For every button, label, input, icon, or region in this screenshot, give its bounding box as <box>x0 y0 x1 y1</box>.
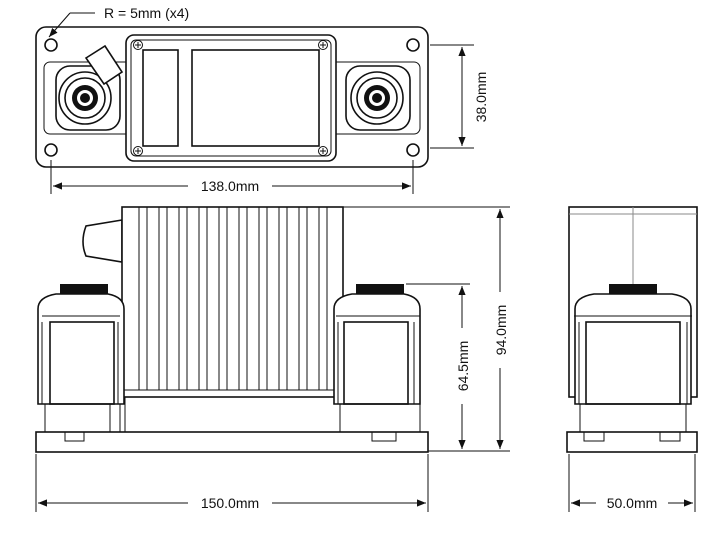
top-height-label: 38.0mm <box>473 72 489 123</box>
front-right-terminal <box>333 284 421 405</box>
front-height-label: 94.0mm <box>493 305 509 356</box>
top-width-label: 138.0mm <box>201 178 259 194</box>
mounting-hole <box>406 143 420 157</box>
front-left-terminal <box>37 284 125 405</box>
left-terminal <box>55 44 124 131</box>
side-width-label: 50.0mm <box>607 495 658 511</box>
front-view <box>35 206 429 453</box>
top-view <box>35 26 429 168</box>
right-terminal <box>345 65 411 131</box>
radius-callout: R = 5mm (x4) <box>48 5 189 38</box>
mounting-hole <box>44 143 58 157</box>
front-width-dimension: 150.0mm <box>35 454 429 512</box>
cover-screw <box>133 40 143 50</box>
top-height-dimension: 38.0mm <box>430 44 491 149</box>
front-height-dimension: 94.0mm <box>343 206 510 452</box>
front-width-label: 150.0mm <box>201 495 259 511</box>
heatsink-fins <box>138 207 328 390</box>
terminal-height-dimension: 64.5mm <box>406 283 472 452</box>
mounting-hole <box>406 38 420 52</box>
radius-label: R = 5mm (x4) <box>104 5 189 21</box>
top-width-dimension: 138.0mm <box>50 160 414 194</box>
side-width-dimension: 50.0mm <box>568 454 696 512</box>
mounting-hole <box>44 38 58 52</box>
cover-screw <box>133 146 143 156</box>
cover-screw <box>318 146 328 156</box>
terminal-height-label: 64.5mm <box>455 341 471 392</box>
side-view <box>566 206 698 453</box>
cover-screw <box>318 40 328 50</box>
